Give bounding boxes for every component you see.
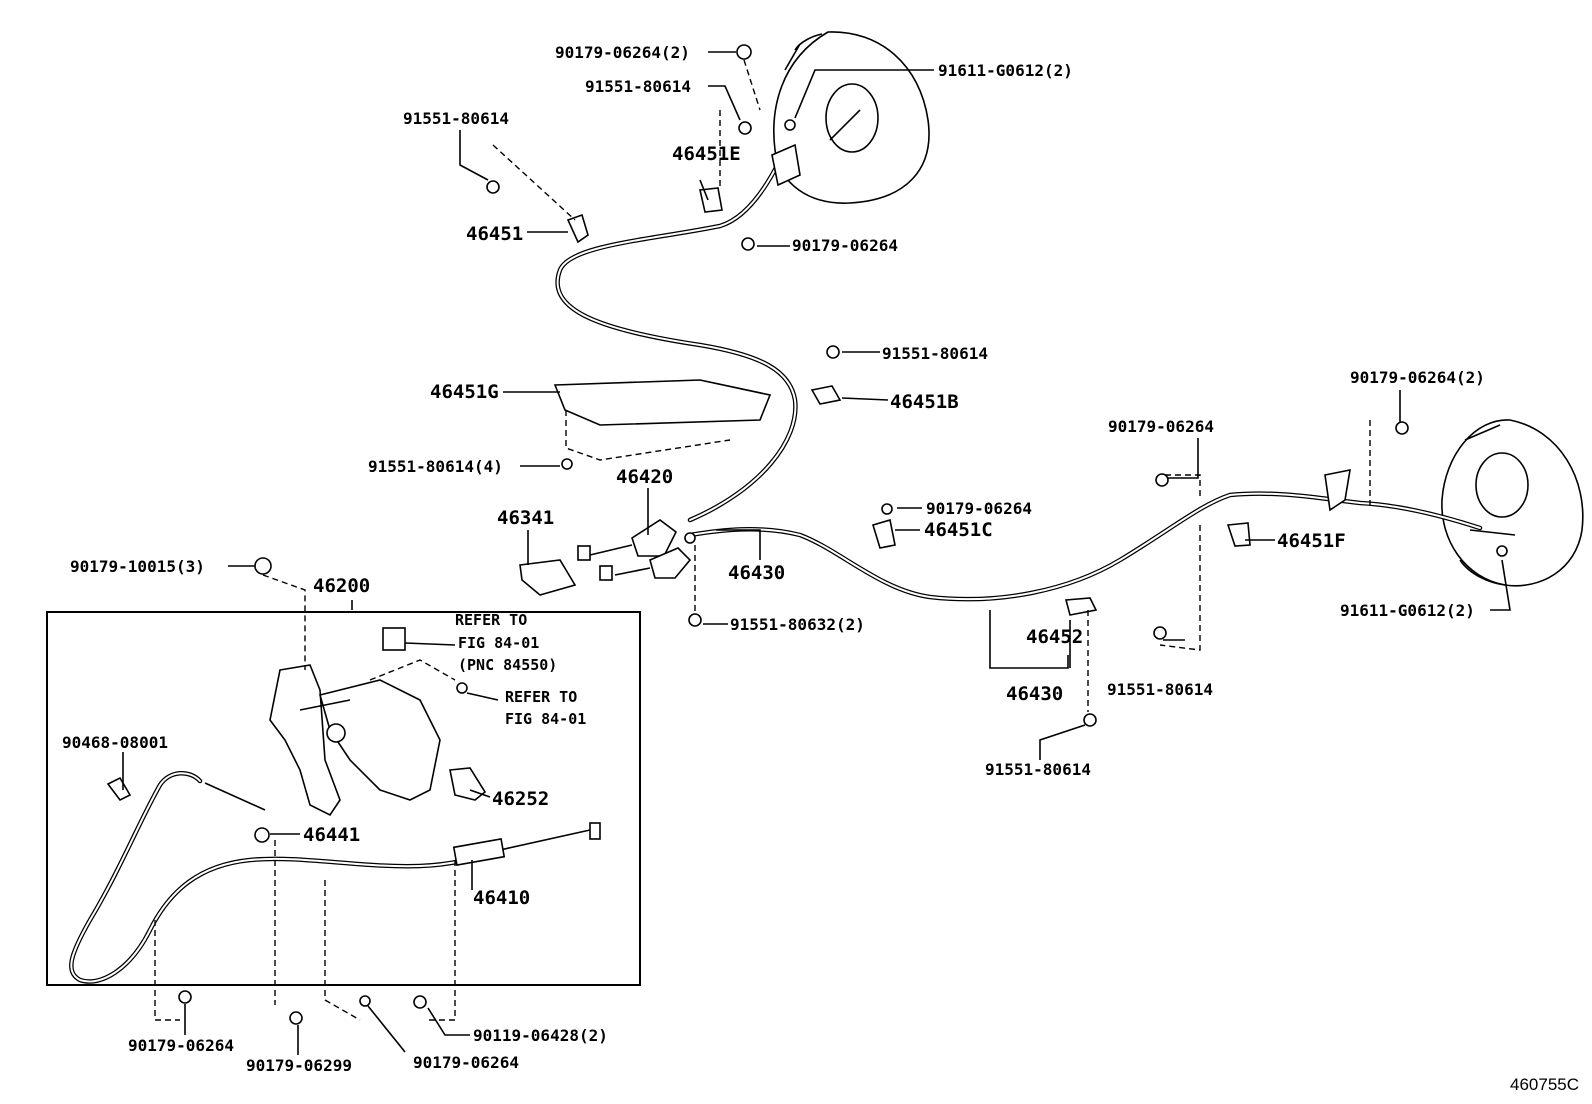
- callout-90119-06428-2: 90119-06428(2): [473, 1026, 608, 1045]
- callout-90179-06264-b: 90179-06264: [1108, 417, 1214, 436]
- assembly-guide-lines: [154, 59, 1371, 1021]
- nut-icon: [254, 557, 272, 575]
- callout-46451: 46451: [466, 223, 523, 245]
- nut-icon: [1155, 473, 1169, 487]
- callout-46410: 46410: [473, 887, 530, 909]
- clamp-icon: [871, 518, 896, 549]
- callout-90179-06264-a: 90179-06264: [792, 236, 898, 255]
- callout-91551-80614-c: 91551-80614: [882, 344, 988, 363]
- callout-90179-06264-c: 90179-06264: [926, 499, 1032, 518]
- nut-icon: [736, 44, 752, 60]
- rear-cable-right: [687, 491, 1483, 602]
- callout-46451b: 46451B: [890, 391, 959, 413]
- callout-90179-06299: 90179-06299: [246, 1056, 352, 1075]
- nut-icon: [741, 237, 755, 251]
- callout-90179-06264-d: 90179-06264: [128, 1036, 234, 1055]
- callout-46252: 46252: [492, 788, 549, 810]
- nut-icon: [1395, 421, 1409, 435]
- bolt-icon: [561, 458, 573, 470]
- callout-90179-06264-2-right: 90179-06264(2): [1350, 368, 1485, 387]
- reference-notes: REFER TO FIG 84-01 (PNC 84550) REFER TO …: [455, 611, 586, 728]
- nut-icon: [254, 827, 270, 843]
- refer-note-1-line-1: REFER TO: [455, 611, 527, 629]
- cable-end-icon: [589, 822, 601, 840]
- clamp-icon: [1226, 522, 1251, 547]
- callout-46200: 46200: [313, 575, 370, 597]
- retainer-46341-icon: [519, 559, 577, 596]
- callout-91611-g0612-2-right: 91611-G0612(2): [1340, 601, 1475, 620]
- callout-46430-a: 46430: [728, 562, 785, 584]
- parking-brake-lever-46200: [46, 611, 641, 986]
- callout-90179-10015-3: 90179-10015(3): [70, 557, 205, 576]
- callout-labels: 90179-06264(2) 91551-80614 91611-G0612(2…: [62, 43, 1485, 1075]
- bolt-icon: [1496, 545, 1508, 557]
- refer-note-1-line-3: (PNC 84550): [458, 656, 557, 674]
- callout-91551-80614-d: 91551-80614: [1107, 680, 1213, 699]
- callout-46451g: 46451G: [430, 381, 499, 403]
- lever-cover-46252-icon: [449, 767, 487, 801]
- nut-icon: [881, 503, 893, 515]
- equalizer-46420: [577, 519, 696, 581]
- callout-46430-b: 46430: [1006, 683, 1063, 705]
- callout-46451f: 46451F: [1277, 530, 1346, 552]
- callout-46441: 46441: [303, 824, 360, 846]
- callout-91551-80614-e: 91551-80614: [985, 760, 1091, 779]
- bolt-icon: [1083, 713, 1097, 727]
- callout-90468-08001: 90468-08001: [62, 733, 168, 752]
- callout-91551-80614-4: 91551-80614(4): [368, 457, 503, 476]
- front-cable-46410: [69, 771, 601, 984]
- bolt-icon: [688, 613, 702, 627]
- bolt-icon: [784, 119, 796, 131]
- callout-46451e: 46451E: [672, 143, 741, 165]
- refer-note-2-line-1: REFER TO: [505, 688, 577, 706]
- bolt-icon: [486, 180, 500, 194]
- callout-91551-80614-b: 91551-80614: [403, 109, 509, 128]
- refer-note-2-line-2: FIG 84-01: [505, 710, 586, 728]
- bracket-46451g-icon: [553, 379, 772, 426]
- bracket-icon: [771, 143, 801, 187]
- bolt-icon: [738, 121, 752, 135]
- refer-note-1-line-2: FIG 84-01: [458, 634, 539, 652]
- bolt-icon: [1153, 626, 1167, 640]
- rear-cable-left: [555, 157, 798, 523]
- nut-icon: [289, 1011, 303, 1025]
- clip-icon: [106, 776, 132, 802]
- callout-91551-80632-2: 91551-80632(2): [730, 615, 865, 634]
- brake-backing-plate-right: [1441, 419, 1584, 587]
- nut-icon: [178, 990, 192, 1004]
- cable-spring: [452, 838, 506, 866]
- bolt-icon: [826, 345, 840, 359]
- callout-90179-06264-2-top: 90179-06264(2): [555, 43, 690, 62]
- bracket-icon: [699, 187, 723, 213]
- leader-lines: [122, 51, 1511, 1055]
- brake-backing-plate-top: [773, 31, 930, 204]
- clamp-icon: [810, 385, 842, 405]
- clamp-icon: [1064, 597, 1098, 616]
- callout-46452: 46452: [1026, 626, 1083, 648]
- small-parts: [178, 44, 1409, 1025]
- clamp-icon: [566, 213, 589, 244]
- bolt-icon: [413, 995, 427, 1009]
- figure-code: 460755C: [1510, 1075, 1579, 1094]
- callout-90179-06264-e: 90179-06264: [413, 1053, 519, 1072]
- callout-91611-g0612-2-top: 91611-G0612(2): [938, 61, 1073, 80]
- callout-46451c: 46451C: [924, 519, 993, 541]
- nut-icon: [359, 995, 371, 1007]
- callout-46420: 46420: [616, 466, 673, 488]
- callout-91551-80614-a: 91551-80614: [585, 77, 691, 96]
- callout-46341: 46341: [497, 507, 554, 529]
- lever-switch-icon: [382, 627, 406, 651]
- lever-assembly-box: [46, 611, 641, 986]
- bracket-icon: [1324, 468, 1351, 512]
